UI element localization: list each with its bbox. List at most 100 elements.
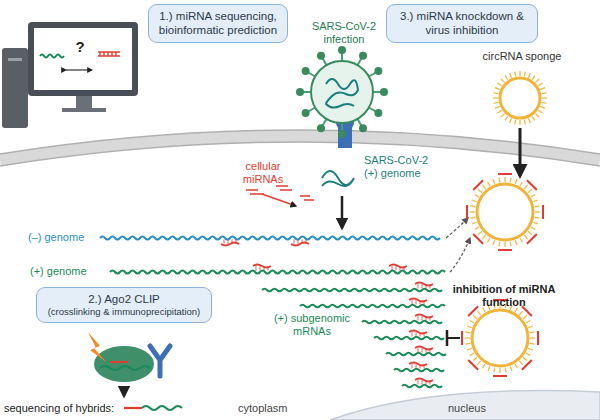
bound-mirna xyxy=(468,306,478,316)
bound-mirna xyxy=(527,180,537,190)
subgenomic-mrna xyxy=(402,385,442,388)
base-pair-tick xyxy=(224,240,225,245)
circrna-ring xyxy=(500,78,540,118)
plus-strand xyxy=(110,271,445,274)
mirna xyxy=(98,52,120,56)
spike-head xyxy=(296,88,304,96)
box-heading: 2.) Ago2 CLIP xyxy=(43,292,205,306)
base-pair-tick xyxy=(418,380,419,385)
tower-slot xyxy=(8,58,22,61)
sponge-ray xyxy=(470,321,474,324)
sponge-ray xyxy=(493,179,495,184)
sponge-ray xyxy=(494,102,499,104)
base-pair-tick xyxy=(236,240,237,245)
base-pair-tick xyxy=(232,240,233,245)
base-pair-tick xyxy=(412,364,413,369)
base-pair-tick xyxy=(426,348,427,353)
sponge-ray xyxy=(478,231,482,234)
sponge-ray xyxy=(524,235,527,239)
mrna-label: (+) subgenomic mRNAs xyxy=(270,312,354,338)
subgenomic-mrna xyxy=(362,321,442,324)
sponge-ray xyxy=(465,337,470,338)
sponge-ray xyxy=(524,72,526,77)
spike-head xyxy=(302,109,310,117)
sponge-ray xyxy=(519,311,522,315)
subgenomic-mrna xyxy=(374,337,444,340)
sponge-ray xyxy=(528,73,530,78)
base-pair-tick xyxy=(404,266,405,271)
entry-arrow xyxy=(341,196,344,228)
sponge-ray xyxy=(510,242,512,247)
bound-mirna xyxy=(473,180,483,190)
sponge-ray xyxy=(519,120,520,125)
sponge-ray xyxy=(535,205,540,207)
base-pair-tick xyxy=(422,316,423,321)
monitor xyxy=(28,22,138,96)
sponge-ray xyxy=(535,211,540,212)
sponge-ray xyxy=(478,361,481,365)
delivery-arrow xyxy=(519,128,522,176)
base-pair-tick xyxy=(306,240,307,245)
sponge-ray xyxy=(520,182,523,186)
bound-mirna xyxy=(466,205,468,219)
effect-label: inhibition of miRNA function xyxy=(452,283,556,309)
step-box: 3.) miRNA knockdown & virus inhibition xyxy=(386,4,538,43)
sponge-ray xyxy=(472,222,477,224)
subgenomic-mrna xyxy=(300,305,445,308)
sponge-ray xyxy=(540,106,545,108)
sponge-ray xyxy=(538,110,542,113)
strand-label: (+) genome xyxy=(30,265,100,278)
base-pair-tick xyxy=(264,266,265,271)
sponge-ray xyxy=(504,242,505,247)
base-pair-tick xyxy=(294,240,295,245)
sponge-ray xyxy=(520,238,523,242)
sponge-ray xyxy=(510,118,512,123)
sponge-ray xyxy=(531,227,535,230)
bound-mirna xyxy=(498,249,512,251)
sponge-ray xyxy=(472,200,477,202)
sponge-ray xyxy=(510,178,512,183)
base-pair-tick xyxy=(412,300,413,305)
bound-mirna xyxy=(493,375,507,377)
base-pair-tick xyxy=(298,240,299,245)
sponge-ray xyxy=(467,326,472,328)
base-pair-tick xyxy=(430,380,431,385)
base-pair-tick xyxy=(430,316,431,321)
virus-envelope xyxy=(311,61,373,123)
sponge-ray xyxy=(526,321,530,324)
mirna-label: cellular miRNAs xyxy=(232,160,294,186)
sponge-ray xyxy=(523,357,527,360)
base-pair-tick xyxy=(260,266,261,271)
box-body: (crosslinking & immunoprecipitation) xyxy=(43,306,205,318)
spike-head xyxy=(338,46,346,54)
base-pair-tick xyxy=(418,316,419,321)
base-pair-tick xyxy=(424,332,425,337)
membrane-edge xyxy=(0,142,600,166)
base-pair-tick xyxy=(302,240,303,245)
sponge-ray xyxy=(538,83,542,86)
base-pair-tick xyxy=(422,284,423,289)
bound-mirna xyxy=(537,331,539,345)
sponge-ray xyxy=(519,71,520,76)
sponge-ray xyxy=(528,190,532,193)
compartment-label: nucleus xyxy=(448,402,508,415)
sponge-ray xyxy=(540,88,545,90)
viral-rna xyxy=(100,366,150,370)
sponge-ray xyxy=(483,308,486,312)
infection-label: SARS-CoV-2 infection xyxy=(306,20,382,46)
sponge-ray xyxy=(528,118,530,123)
base-pair-tick xyxy=(426,284,427,289)
sponge-ray xyxy=(536,79,540,83)
sponge-ray xyxy=(475,195,479,198)
computer-tower xyxy=(2,48,28,128)
base-pair-tick xyxy=(268,266,269,271)
base-pair-tick xyxy=(424,300,425,305)
base-pair-tick xyxy=(418,348,419,353)
sponge-ray xyxy=(514,120,516,125)
output-label: sequencing of hybrids: xyxy=(4,402,124,415)
sponge-ray xyxy=(488,238,491,242)
base-pair-tick xyxy=(420,364,421,369)
uv-lightning xyxy=(88,332,106,362)
base-pair-tick xyxy=(422,380,423,385)
